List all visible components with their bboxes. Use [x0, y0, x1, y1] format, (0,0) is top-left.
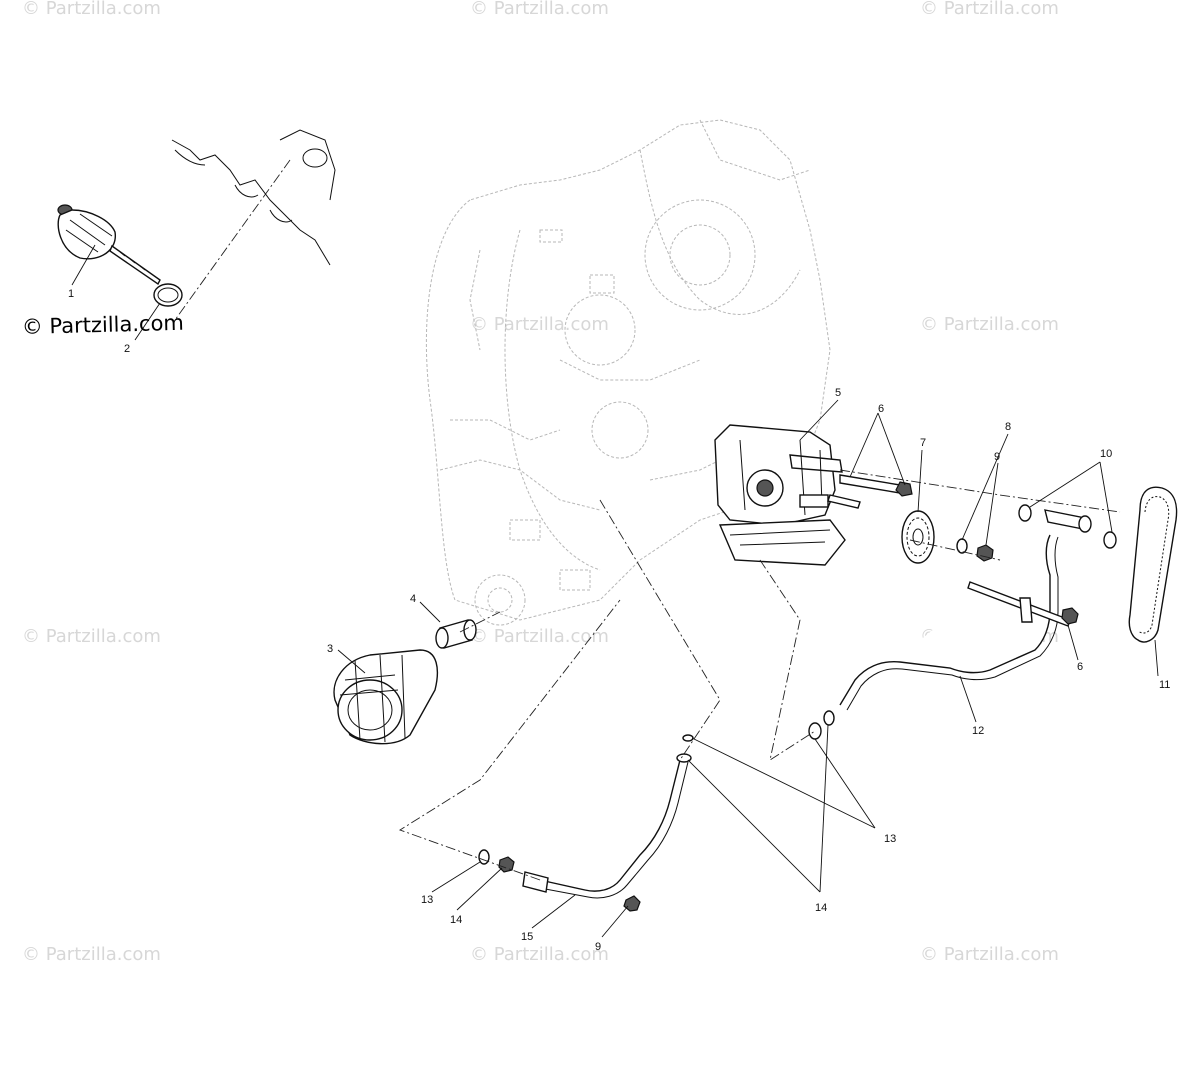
callout-5: 5	[835, 387, 841, 399]
oil-filter-part	[333, 649, 438, 745]
callout-2: 2	[124, 343, 130, 355]
watermark: © Partzilla.com	[470, 944, 609, 965]
callout-12: 12	[972, 725, 984, 737]
oil-line-part	[839, 534, 1079, 711]
oil-pump-part	[714, 424, 846, 566]
callout-7: 7	[920, 437, 926, 449]
pump-bolts-part	[827, 474, 913, 509]
callouts: 1 2 3 4 5 6 6 7 8 9 9 10 11 12 13 13 14 …	[68, 288, 1170, 953]
pickup-tube-part	[522, 753, 692, 899]
callout-10: 10	[1100, 448, 1112, 460]
watermark: © Partzilla.com	[22, 0, 161, 19]
watermark: © Partzilla.com	[22, 944, 161, 965]
valve-cover-inset	[171, 129, 336, 321]
callout-4: 4	[410, 593, 416, 605]
watermark: © Partzilla.com	[920, 944, 1059, 965]
callout-14: 14	[815, 902, 827, 914]
sprocket-part	[901, 510, 935, 564]
watermark: © Partzilla.com	[22, 626, 161, 647]
callout-15: 15	[521, 931, 533, 943]
watermark: © Partzilla.com	[470, 626, 609, 647]
fitting-part	[1018, 504, 1117, 549]
callout-9: 9	[994, 451, 1000, 463]
callout-13: 13	[884, 833, 896, 845]
callout-9: 9	[595, 941, 601, 953]
nut-part	[976, 544, 994, 562]
callout-6: 6	[1077, 661, 1083, 673]
watermark: © Partzilla.com	[470, 314, 609, 335]
leader-lines	[71, 244, 1159, 938]
assembly-lines	[398, 469, 1121, 881]
watermark: © Partzilla.com	[920, 314, 1059, 335]
callout-8: 8	[1005, 421, 1011, 433]
callout-6: 6	[878, 403, 884, 415]
watermark: © Partzilla.com	[470, 0, 609, 19]
main-watermark: © Partzilla.com	[22, 311, 185, 339]
callout-14: 14	[450, 914, 462, 926]
callout-13: 13	[421, 894, 433, 906]
chain-part	[1128, 486, 1178, 643]
crankcase-ghost	[425, 119, 831, 626]
callout-3: 3	[327, 643, 333, 655]
washers-part	[478, 710, 835, 912]
watermark: © Partzilla.com	[920, 0, 1059, 19]
callout-11: 11	[1159, 679, 1170, 691]
dipstick-part	[57, 204, 161, 286]
callout-1: 1	[68, 288, 74, 300]
